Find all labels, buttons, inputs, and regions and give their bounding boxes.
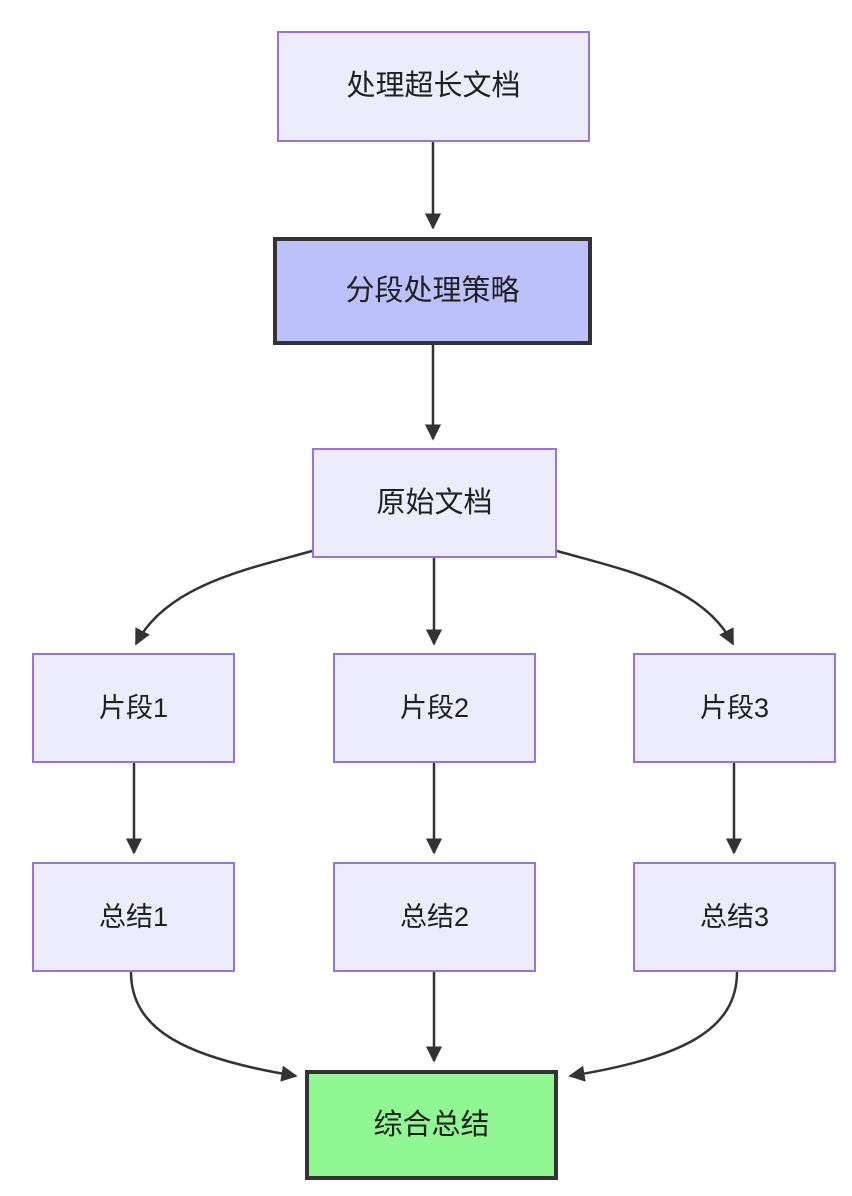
node-summary-3[interactable]: 总结3	[633, 862, 836, 972]
node-chunk-1[interactable]: 片段1	[32, 653, 235, 763]
node-original-document[interactable]: 原始文档	[312, 448, 557, 558]
node-label: 总结3	[699, 901, 770, 932]
node-label: 片段3	[699, 692, 770, 723]
edge-n3-n6	[556, 549, 735, 646]
node-chunk-3[interactable]: 片段3	[633, 653, 836, 763]
node-label: 分段处理策略	[345, 274, 520, 307]
node-label: 片段1	[98, 692, 169, 723]
node-label: 总结1	[98, 901, 169, 932]
node-summary-1[interactable]: 总结1	[32, 862, 235, 972]
edge-n9-n10	[568, 971, 739, 1082]
node-label: 片段2	[399, 692, 470, 723]
node-process-long-document[interactable]: 处理超长文档	[277, 31, 590, 142]
node-chunking-strategy[interactable]: 分段处理策略	[273, 237, 592, 345]
node-combined-summary[interactable]: 综合总结	[305, 1070, 558, 1180]
edge-n3-n4	[134, 549, 313, 646]
node-chunk-2[interactable]: 片段2	[333, 653, 536, 763]
node-label: 原始文档	[376, 486, 493, 519]
node-label: 综合总结	[373, 1108, 490, 1141]
node-label: 总结2	[399, 901, 470, 932]
node-summary-2[interactable]: 总结2	[333, 862, 536, 972]
edge-n7-n10	[129, 971, 298, 1082]
node-label: 处理超长文档	[346, 70, 521, 103]
